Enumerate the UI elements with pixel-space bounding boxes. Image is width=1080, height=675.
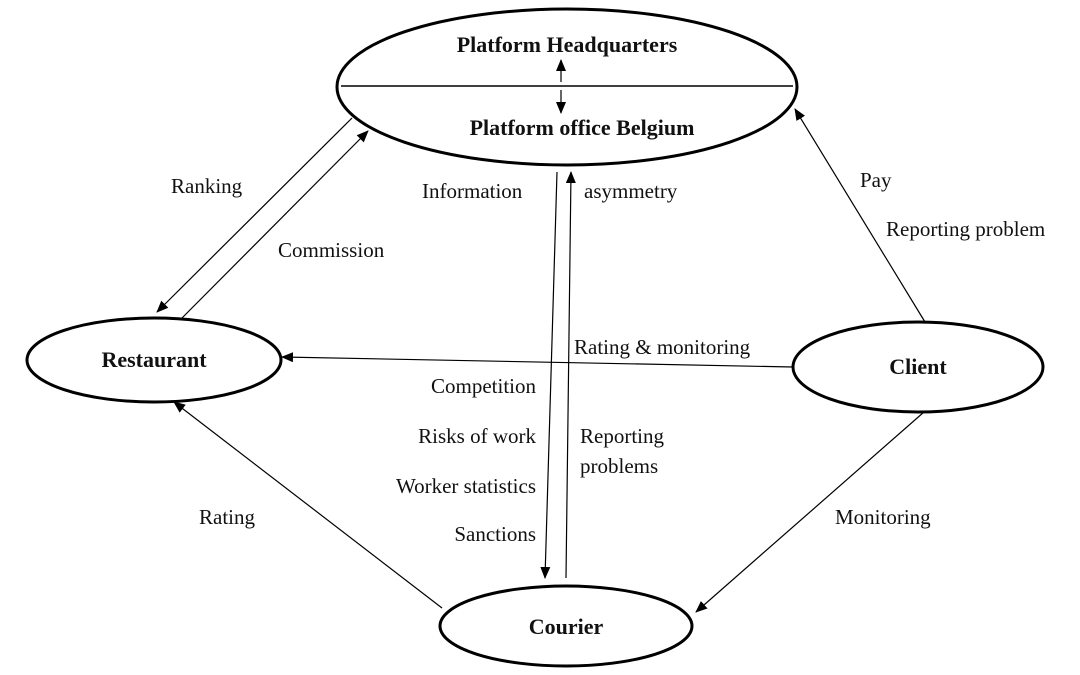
label-risks-of-work: Risks of work xyxy=(418,424,536,448)
client-node: Client xyxy=(791,320,1045,414)
restaurant-label: Restaurant xyxy=(101,347,207,372)
label-reporting-problems-line2: problems xyxy=(580,454,658,478)
platform-node: Platform Headquarters Platform office Be… xyxy=(335,7,799,167)
label-reporting-problem: Reporting problem xyxy=(886,217,1045,241)
platform-headquarters-label: Platform Headquarters xyxy=(457,32,678,57)
label-reporting-problems-line1: Reporting xyxy=(580,424,664,448)
arrow-rating-monitoring xyxy=(281,352,794,368)
label-rating: Rating xyxy=(199,505,255,529)
label-monitoring: Monitoring xyxy=(835,505,931,529)
arrow-monitoring xyxy=(695,404,933,613)
restaurant-node: Restaurant xyxy=(25,316,283,404)
label-asymmetry: asymmetry xyxy=(584,179,678,203)
arrow-platform-to-courier xyxy=(540,171,558,579)
arrow-courier-to-platform xyxy=(565,171,576,579)
label-sanctions: Sanctions xyxy=(454,522,536,546)
client-label: Client xyxy=(889,354,947,379)
platform-belgium-label: Platform office Belgium xyxy=(470,115,695,140)
label-competition: Competition xyxy=(431,374,537,398)
arrow-commission xyxy=(181,130,369,319)
courier-node: Courier xyxy=(438,584,694,668)
arrow-pay xyxy=(794,108,926,323)
label-rating-monitoring: Rating & monitoring xyxy=(574,335,751,359)
label-ranking: Ranking xyxy=(171,174,243,198)
label-commission: Commission xyxy=(278,238,385,262)
label-information: Information xyxy=(422,179,523,203)
courier-label: Courier xyxy=(529,614,604,639)
arrow-ranking xyxy=(156,117,353,313)
label-worker-statistics: Worker statistics xyxy=(396,474,536,498)
arrow-rating xyxy=(173,401,443,609)
label-pay: Pay xyxy=(860,168,892,192)
